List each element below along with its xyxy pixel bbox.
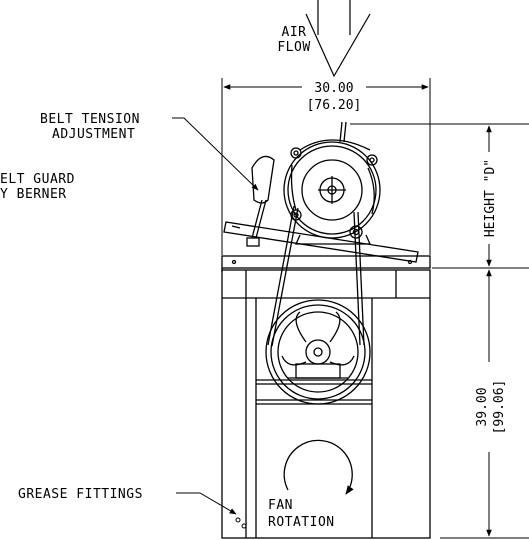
air-flow-label-line1: AIR xyxy=(282,25,307,40)
width-dimension-metric: [76.20] xyxy=(307,98,362,113)
fan-rotation-label-line1: FAN xyxy=(268,498,293,513)
height-dimension-value: 39.00 xyxy=(475,387,490,426)
height-dimension-metric: [99.06] xyxy=(492,380,507,435)
fan-rotation-label-line2: ROTATION xyxy=(268,515,335,530)
height-dimension xyxy=(440,269,529,539)
belt-tension-leader xyxy=(172,117,259,191)
drive-belts xyxy=(267,205,365,347)
air-flow-label-line2: FLOW xyxy=(277,40,310,55)
belt-guard-label-line1: ELT GUARD xyxy=(0,172,75,187)
belt-tension-label-line1: BELT TENSION xyxy=(40,112,140,127)
width-dimension xyxy=(221,78,431,255)
grease-fittings-leader xyxy=(176,492,237,515)
height-d-label: HEIGHT "D" xyxy=(483,159,498,237)
motor-assembly xyxy=(221,121,431,272)
air-flow-arrow xyxy=(305,0,371,78)
belt-tension-label-line2: ADJUSTMENT xyxy=(52,127,135,142)
grease-fittings-label: GREASE FITTINGS xyxy=(18,487,143,502)
fan-rotation-arrow xyxy=(283,439,354,495)
height-d-dimension xyxy=(350,123,529,269)
fan-pulley xyxy=(265,299,371,405)
belt-guard-label-line2: Y BERNER xyxy=(0,187,67,202)
width-dimension-value: 30.00 xyxy=(314,81,353,96)
grease-fitting-points xyxy=(235,517,247,529)
